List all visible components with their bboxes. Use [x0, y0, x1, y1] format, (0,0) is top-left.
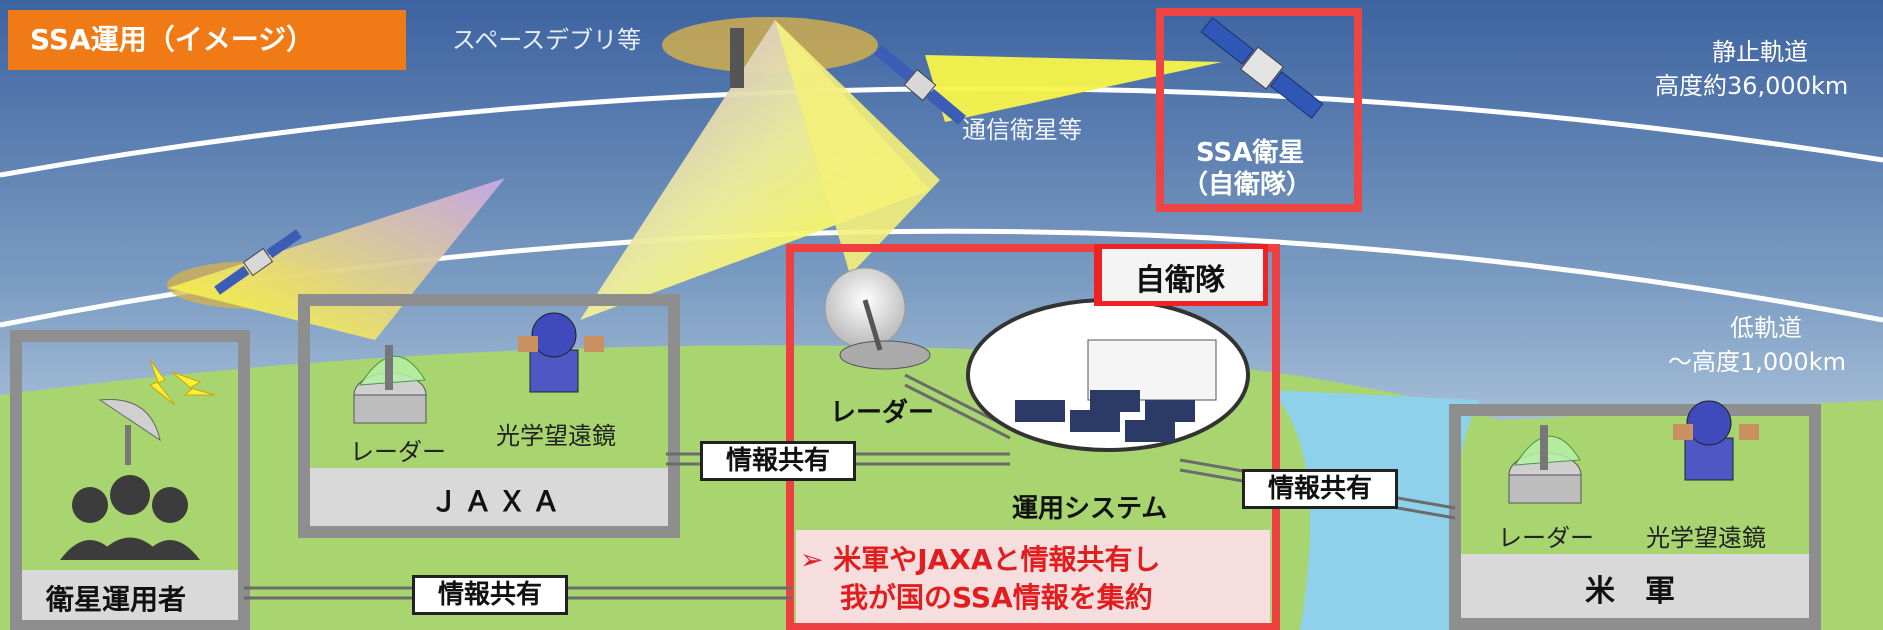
info-share-operators-sdf: 情報共有 [412, 575, 568, 615]
jaxa-name: ＪＡＸＡ [430, 485, 567, 518]
operators-box [10, 330, 250, 630]
space-debris-label: スペースデブリ等 [452, 26, 642, 54]
jaxa-name-bar [310, 468, 668, 526]
comm-satellite-icon [874, 45, 966, 125]
info-share-sdf-us: 情報共有 [1242, 469, 1398, 509]
operators-icon [60, 359, 216, 560]
title-bar [8, 10, 406, 70]
ssa-satellite-highlight [1156, 8, 1362, 212]
jaxa-radar-icon [353, 345, 427, 424]
page-title: SSA運用（イメージ） [30, 23, 315, 56]
sdf-radar-dome-icon [824, 267, 931, 370]
us-radar-label: レーダー [1498, 524, 1594, 552]
sdf-radar-label: レーダー [830, 398, 935, 428]
ssa-satellite-icon [1200, 17, 1324, 119]
jaxa-optical-telescope-icon [518, 312, 604, 393]
sdf-name: 自衛隊 [1135, 263, 1225, 298]
jaxa-radar-label: レーダー [350, 438, 446, 466]
ssa-satellite-label: SSA衛星 [1196, 138, 1305, 168]
sdf-note-bg [796, 530, 1270, 623]
operations-system-label: 運用システム [1012, 494, 1168, 524]
us-name-bar [1461, 554, 1809, 618]
info-share-jaxa-sdf: 情報共有 [700, 441, 856, 481]
leo-satellite-icon [214, 229, 302, 295]
jaxa-optical-label: 光学望遠鏡 [496, 422, 616, 450]
sdf-box [786, 244, 1280, 630]
us-optical-label: 光学望遠鏡 [1646, 524, 1766, 552]
us-name: 米 軍 [1585, 574, 1675, 609]
ssa-satellite-beam [925, 55, 1222, 122]
sdf-note-line2: 我が国のSSA情報を集約 [840, 581, 1153, 614]
geo-orbit-label: 静止軌道 [1712, 38, 1808, 66]
ssa-satellite-sublabel: （自衛隊） [1182, 170, 1313, 200]
operations-system-dome-icon [966, 298, 1250, 452]
leo-tracking-beam [168, 178, 505, 340]
sdf-note-line1: ➢ 米軍やJAXAと情報共有し [800, 543, 1161, 576]
debris-object [730, 28, 744, 88]
sdf-name-box [1094, 244, 1268, 306]
operators-name: 衛星運用者 [46, 583, 187, 616]
comm-satellite-label: 通信衛星等 [962, 116, 1082, 144]
leo-orbit-label: 低軌道 [1730, 314, 1802, 342]
radar-beam [775, 20, 940, 275]
leo-altitude-label: ～高度1,000km [1668, 348, 1846, 376]
operators-name-bar [22, 570, 238, 620]
us-radar-icon [1508, 425, 1582, 504]
river [1270, 390, 1480, 630]
us-optical-telescope-icon [1673, 400, 1759, 481]
jaxa-box [298, 294, 680, 538]
geo-altitude-label: 高度約36,000km [1655, 72, 1849, 100]
